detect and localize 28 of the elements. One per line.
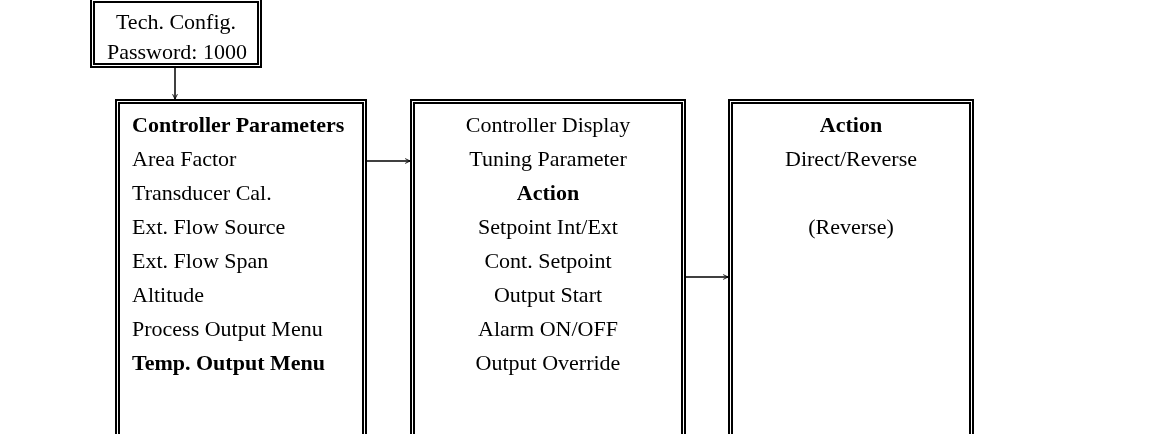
arrow: [366, 158, 411, 164]
menu-item: (Reverse): [807, 213, 895, 241]
menu-item: Output Override: [474, 349, 622, 377]
arrow: [685, 274, 729, 280]
heading-text: Password: 1000: [107, 38, 245, 66]
arrow: [172, 67, 178, 100]
menu-box: [410, 99, 686, 434]
menu-item: Temp. Output Menu: [132, 349, 326, 377]
menu-item: Altitude: [132, 281, 206, 309]
menu-item: Controller Display: [464, 111, 632, 139]
menu-item: Ext. Flow Span: [132, 247, 270, 275]
menu-item: Setpoint Int/Ext: [477, 213, 619, 241]
menu-item: Cont. Setpoint: [483, 247, 613, 275]
heading-text: Tech. Config.: [114, 8, 237, 36]
menu-item: Controller Parameters: [132, 111, 346, 139]
menu-item: Tuning Parameter: [468, 145, 628, 173]
menu-item: Process Output Menu: [132, 315, 324, 343]
menu-item: Area Factor: [132, 145, 238, 173]
menu-item: Transducer Cal.: [132, 179, 273, 207]
menu-box: [115, 99, 367, 434]
menu-item: Action: [818, 111, 884, 139]
menu-item: Alarm ON/OFF: [477, 315, 619, 343]
menu-item: Action: [515, 179, 581, 207]
password-box: [90, 0, 262, 68]
menu-item: Output Start: [492, 281, 604, 309]
menu-item: Direct/Reverse: [784, 145, 918, 173]
menu-box: [728, 99, 974, 434]
menu-item: Ext. Flow Source: [132, 213, 287, 241]
